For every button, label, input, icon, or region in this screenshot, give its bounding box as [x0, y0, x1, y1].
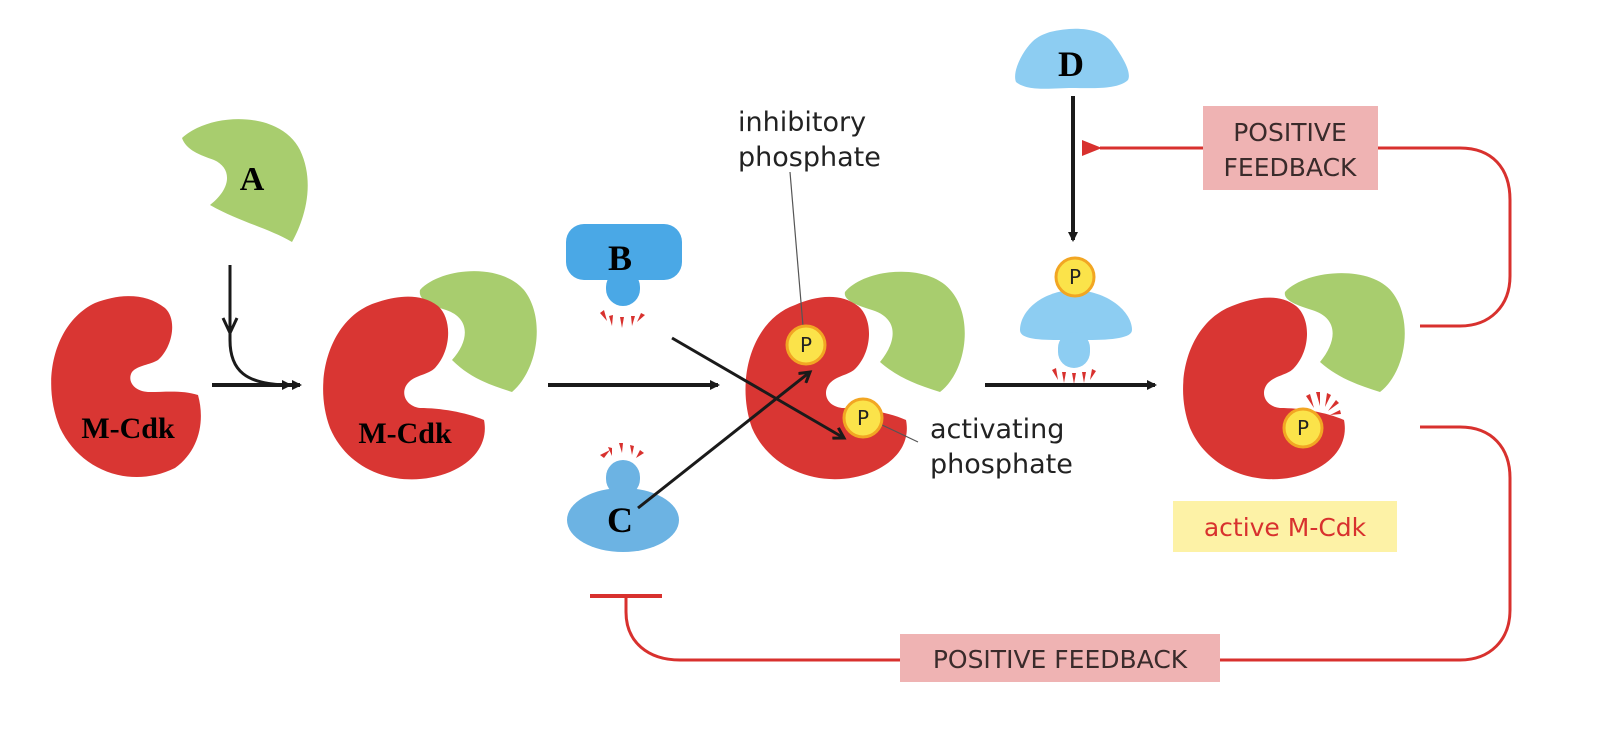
m-cdk-shape-icon [51, 296, 201, 478]
label-mcdk-1: M-Cdk [81, 412, 175, 445]
active-mcdk-label-box: active M-Cdk [1173, 501, 1397, 552]
p-activating: P [857, 406, 869, 430]
inhibitory-label-line2: phosphate [738, 142, 881, 173]
activity-rays-icon [1306, 392, 1341, 415]
arrow-phosphatase-c-action [637, 372, 810, 510]
m-cdk-shape-icon [1183, 297, 1345, 480]
label-b: B [608, 238, 632, 278]
activity-rays-icon [600, 443, 644, 458]
phosphate-circle-icon [785, 324, 827, 366]
p-inhibitory: P [800, 333, 812, 357]
activating-label-line1: activating [930, 414, 1064, 445]
m-cdk-cyclin-complex-2: M-Cdk [323, 271, 537, 480]
phosphate-circle-icon [842, 397, 884, 439]
cyclin-shape-icon [844, 271, 965, 392]
label-mcdk-2: M-Cdk [358, 417, 452, 450]
cyclin-shape-icon [419, 271, 537, 392]
m-cdk-shape-icon [323, 296, 485, 480]
activity-rays-icon [600, 310, 645, 328]
cyclin-shape-icon [182, 119, 308, 242]
label-c: C [607, 500, 633, 540]
inhibitory-phosphate: P [785, 324, 827, 366]
activating-leader-line [879, 423, 919, 443]
feedback-top-line1: POSITIVE [1233, 118, 1347, 147]
activating-phosphate: P [842, 397, 884, 439]
phosphatase-c: C [567, 443, 679, 552]
m-cdk-1: M-Cdk [51, 296, 201, 478]
arrow-kinase-b-action [671, 336, 844, 438]
phosphate-circle-icon [1282, 407, 1324, 449]
inhibitory-leader-line [789, 171, 804, 327]
p-d: P [1069, 265, 1081, 289]
protein-d: D [1015, 28, 1129, 89]
cyclin-a: A [182, 119, 308, 242]
activating-label-line2: phosphate [930, 449, 1073, 480]
cyclin-shape-icon [1284, 273, 1405, 392]
phosphate-circle-icon [1054, 256, 1096, 298]
label-a: A [240, 161, 265, 198]
label-d: D [1058, 44, 1084, 84]
arrow-a-binding [212, 265, 302, 390]
p-active: P [1297, 416, 1309, 440]
positive-feedback-bottom: POSITIVE FEEDBACK [590, 425, 1512, 682]
feedback-top-line2: FEEDBACK [1224, 153, 1357, 182]
activity-rays-icon [1052, 368, 1096, 384]
kinase-b: B [566, 224, 682, 328]
positive-feedback-top: POSITIVE FEEDBACK [1082, 106, 1512, 328]
active-m-cdk-complex: P [1183, 273, 1405, 480]
m-cdk-shape-icon [745, 296, 907, 480]
active-mcdk-label: active M-Cdk [1204, 513, 1367, 542]
phosphatase-c-activated: P [1020, 256, 1132, 384]
inhibitory-label-line1: inhibitory [738, 107, 866, 138]
feedback-bottom-label: POSITIVE FEEDBACK [933, 645, 1188, 674]
